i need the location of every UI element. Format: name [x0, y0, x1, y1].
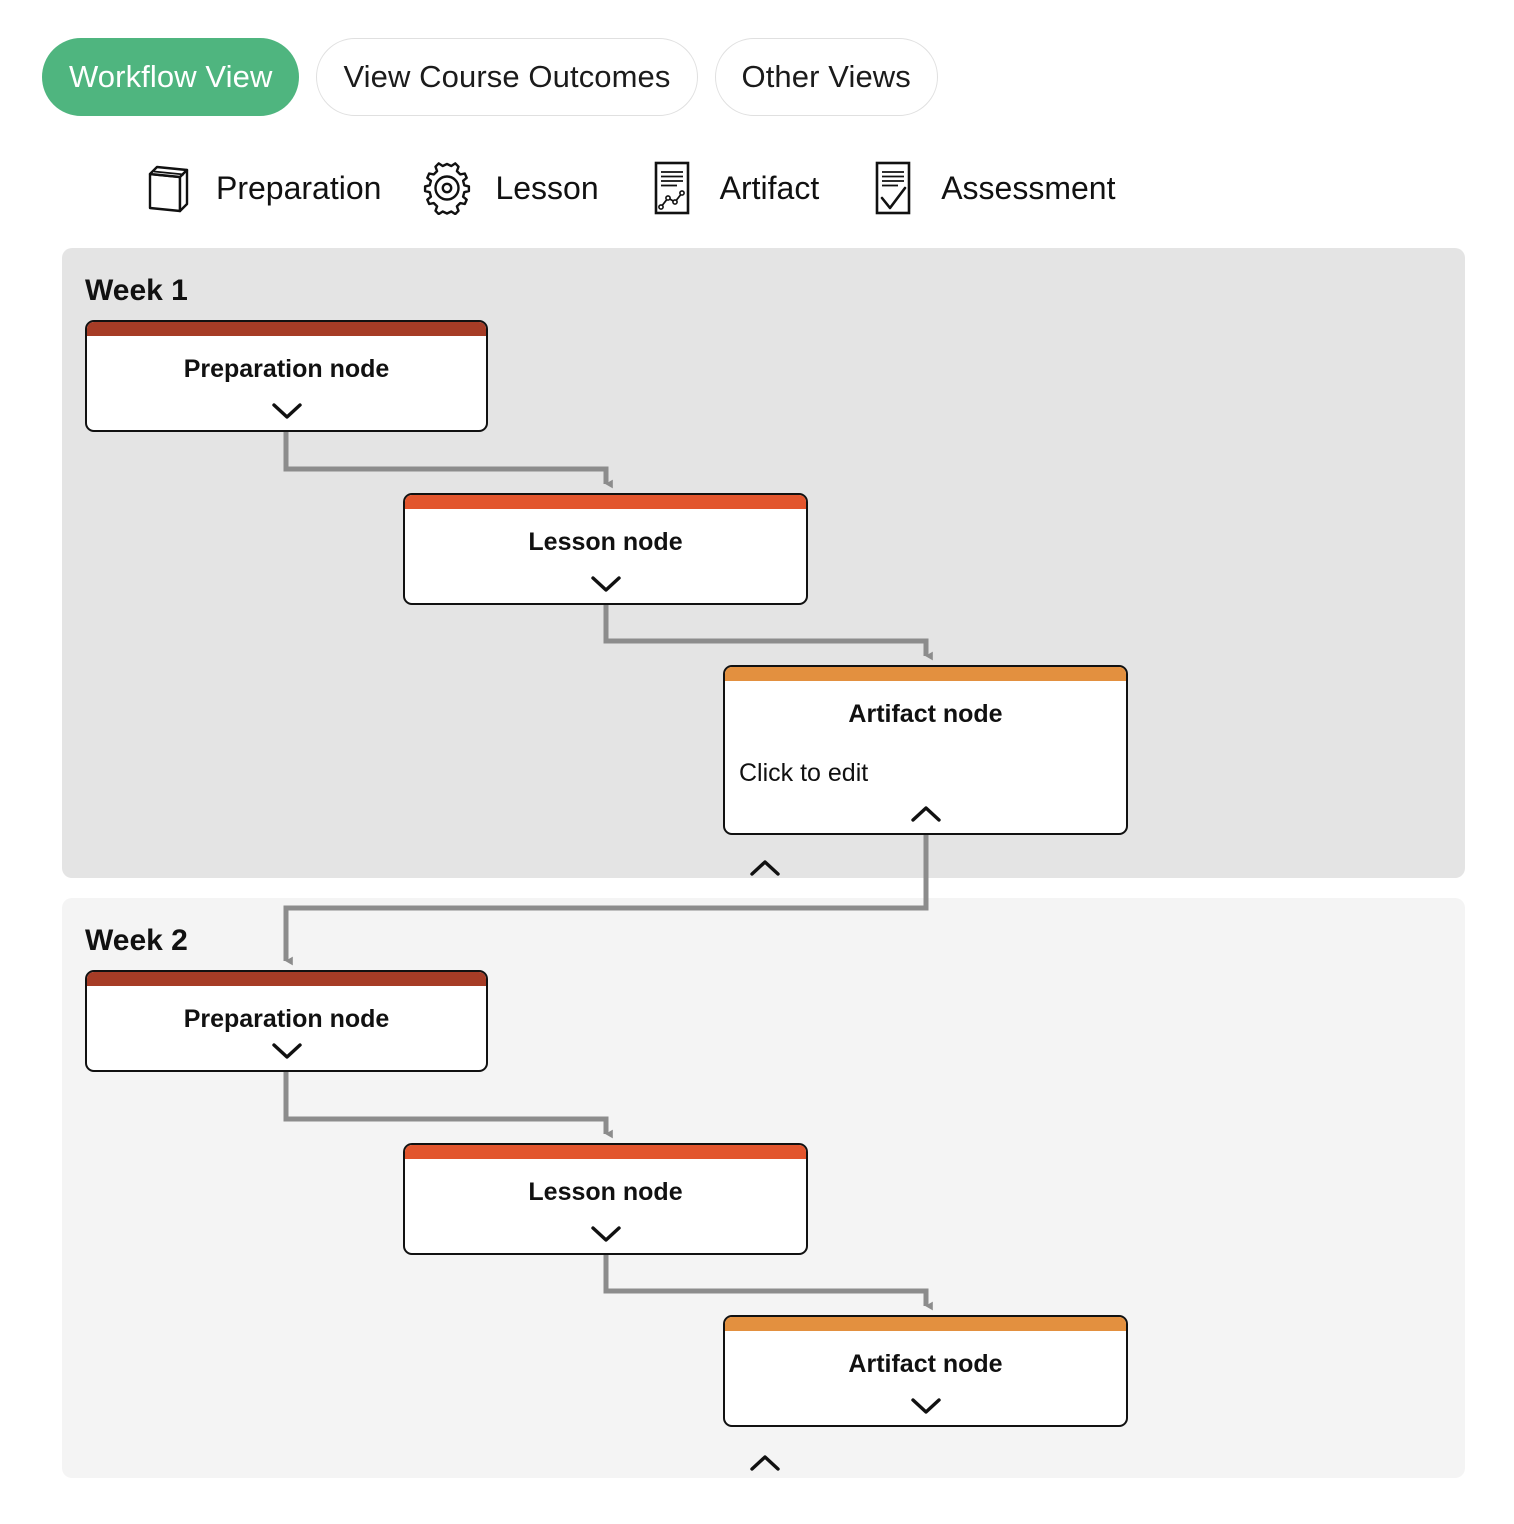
- node-type-bar-lesson: [405, 1145, 806, 1159]
- legend-item-assessment: Assessment: [865, 152, 1115, 224]
- node-artifact-week2[interactable]: Artifact node: [723, 1315, 1128, 1427]
- node-type-legend: Preparation Lesson: [140, 152, 1115, 224]
- chevron-down-icon[interactable]: [87, 402, 486, 421]
- node-type-bar-artifact: [725, 667, 1126, 681]
- node-title: Lesson node: [528, 1178, 683, 1206]
- chevron-up-icon[interactable]: [725, 805, 1126, 824]
- node-type-bar-artifact: [725, 1317, 1126, 1331]
- tab-view-course-outcomes[interactable]: View Course Outcomes: [316, 38, 698, 116]
- node-title: Preparation node: [183, 355, 390, 383]
- legend-label-artifact: Artifact: [719, 169, 820, 206]
- view-tab-bar: Workflow View View Course Outcomes Other…: [42, 38, 938, 116]
- node-title: Artifact node: [848, 1350, 1003, 1378]
- gear-icon: [419, 161, 475, 215]
- chevron-down-icon[interactable]: [87, 1042, 486, 1061]
- node-artifact-week1[interactable]: Artifact node Click to edit: [723, 665, 1128, 835]
- node-type-bar-preparation: [87, 322, 486, 336]
- chevron-down-icon[interactable]: [725, 1397, 1126, 1416]
- legend-label-preparation: Preparation: [216, 169, 382, 206]
- week-title: Week 2: [85, 924, 188, 957]
- node-title: Lesson node: [528, 528, 683, 556]
- tab-workflow-view[interactable]: Workflow View: [42, 38, 300, 116]
- node-title: Artifact node: [848, 700, 1003, 728]
- book-icon: [140, 162, 196, 214]
- legend-item-artifact: Artifact: [644, 152, 820, 224]
- legend-label-assessment: Assessment: [941, 169, 1116, 206]
- document-chart-icon: [644, 160, 700, 216]
- week1-collapse-chevron-up-icon[interactable]: [747, 855, 783, 881]
- week2-collapse-chevron-up-icon[interactable]: [747, 1450, 783, 1476]
- node-description[interactable]: Click to edit: [739, 759, 869, 787]
- chevron-down-icon[interactable]: [405, 1225, 806, 1244]
- node-title: Preparation node: [183, 1005, 390, 1033]
- node-type-bar-lesson: [405, 495, 806, 509]
- tab-other-views[interactable]: Other Views: [714, 38, 938, 116]
- legend-item-preparation: Preparation: [140, 152, 381, 224]
- node-lesson-week2[interactable]: Lesson node: [403, 1143, 808, 1255]
- node-preparation-week2[interactable]: Preparation node: [85, 970, 488, 1072]
- node-type-bar-preparation: [87, 972, 486, 986]
- chevron-down-icon[interactable]: [405, 575, 806, 594]
- legend-label-lesson: Lesson: [495, 169, 599, 206]
- node-lesson-week1[interactable]: Lesson node: [403, 493, 808, 605]
- node-preparation-week1[interactable]: Preparation node: [85, 320, 488, 432]
- legend-item-lesson: Lesson: [419, 152, 599, 224]
- week-title: Week 1: [85, 274, 188, 307]
- document-check-icon: [865, 160, 921, 216]
